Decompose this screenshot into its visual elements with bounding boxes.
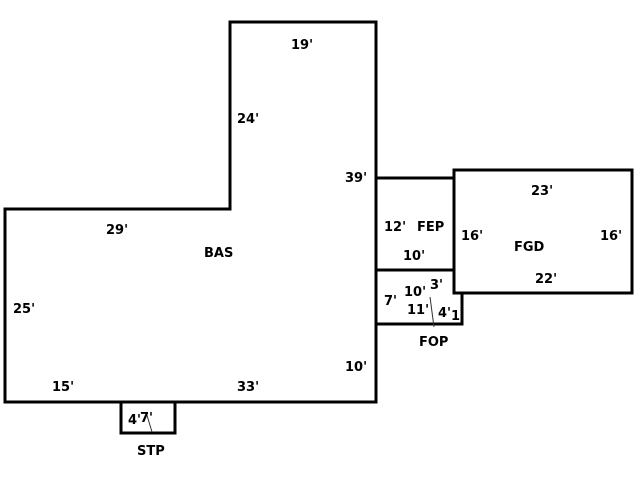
fop-dim: 3' (430, 278, 443, 293)
bas-dim: 10' (345, 360, 367, 375)
fop-dim: 10' (404, 285, 426, 300)
fep-label: FEP (417, 220, 444, 235)
fgd-outline (452, 168, 634, 295)
fgd-dim: 23' (531, 184, 553, 199)
bas-outline (3, 20, 378, 404)
fop-label: FOP (419, 335, 448, 350)
fop-dim: 7' (384, 294, 397, 309)
fgd-dim: 16' (461, 229, 483, 244)
bas-label: BAS (204, 246, 233, 261)
bas-dim: 39' (345, 171, 367, 186)
fep-dim: 12' (384, 220, 406, 235)
fop-outline (376, 268, 464, 326)
fep-dim: 10' (403, 249, 425, 264)
bas-dim: 19' (291, 38, 313, 53)
fop-dim: 4' (438, 306, 451, 321)
fop-dim: 11' (407, 303, 429, 318)
fgd-dim: 22' (535, 272, 557, 287)
stp-label: STP (137, 444, 165, 459)
fgd-label: FGD (514, 240, 545, 255)
bas-dim: 29' (106, 223, 128, 238)
fop-pointer-line (429, 296, 435, 328)
stp-pointer-line (145, 411, 153, 433)
bas-dim: 15' (52, 380, 74, 395)
fop-dim: 1 (451, 309, 460, 324)
fgd-dim: 16' (600, 229, 622, 244)
bas-dim: 33' (237, 380, 259, 395)
bas-dim: 25' (13, 302, 35, 317)
stp-dim: 4' (128, 413, 141, 428)
bas-dim: 24' (237, 112, 259, 127)
stp-outline (119, 400, 177, 435)
stp-dim: 7' (140, 411, 153, 426)
